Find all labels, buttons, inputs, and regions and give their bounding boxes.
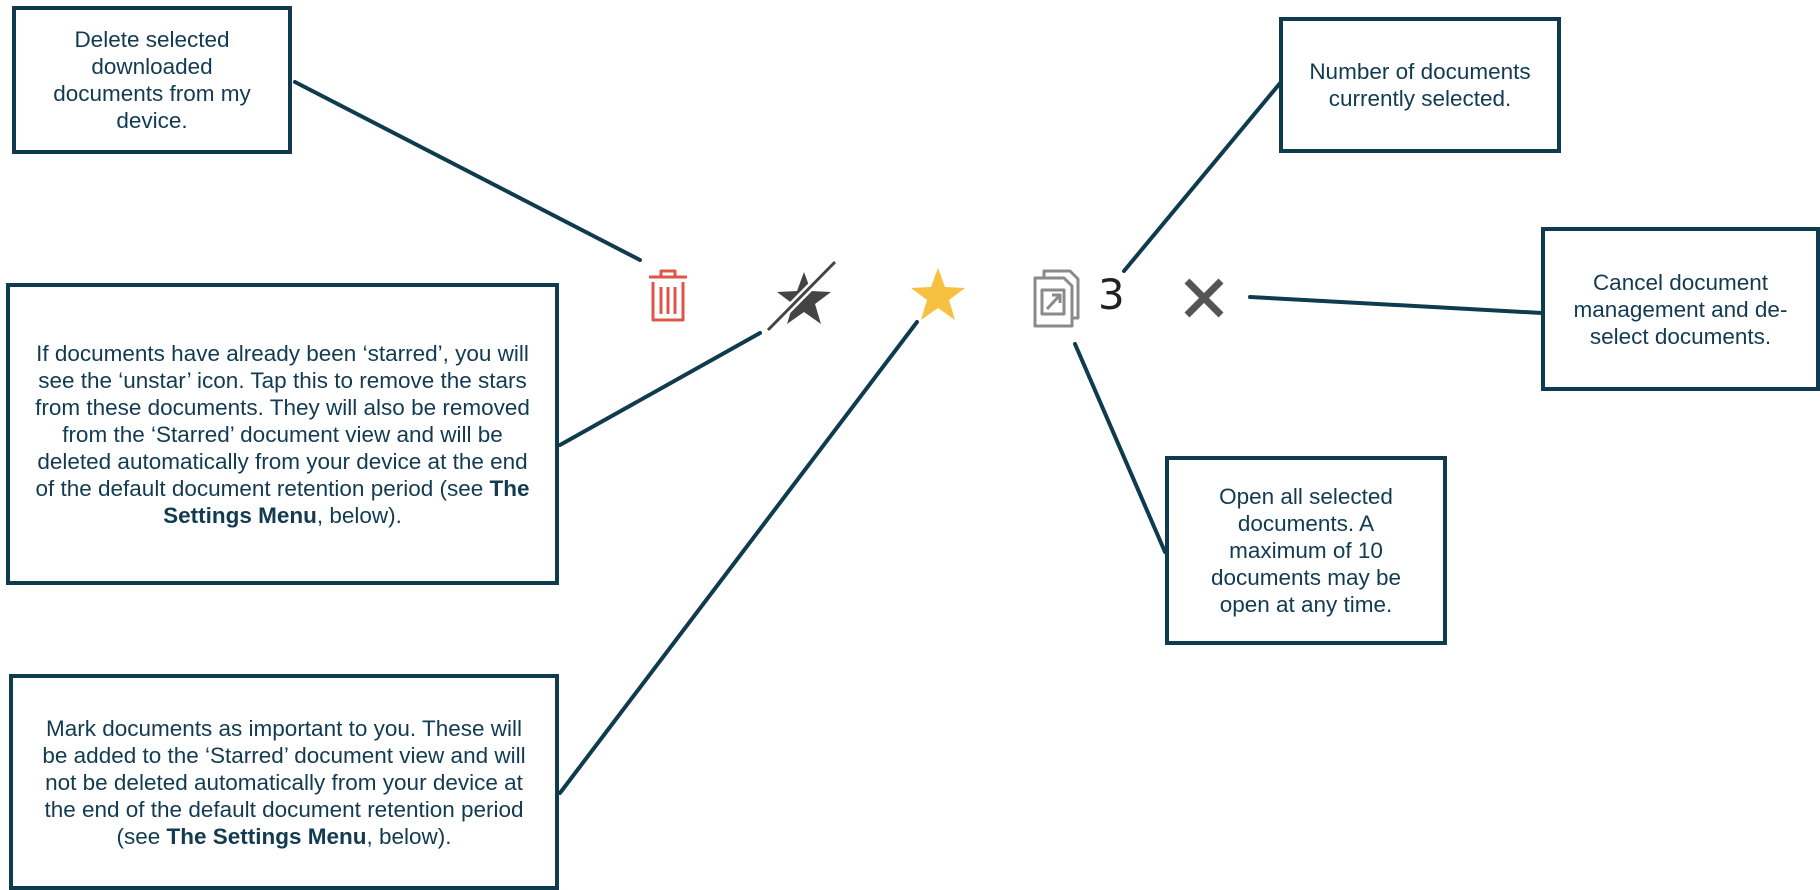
callout-delete-text: Delete selected downloaded documents fro… [53,27,251,133]
callout-unstar-text: If documents have already been ‘starred’… [35,340,530,528]
callout-star-text: Mark documents as important to you. Thes… [42,715,526,849]
callout-count: Number of documents currently selected. [1279,17,1561,153]
connector-unstar [558,331,762,447]
close-icon[interactable] [1182,276,1226,320]
open-documents-icon[interactable] [1030,266,1090,332]
callout-cancel: Cancel document management and de-select… [1541,227,1820,391]
connector-open [1073,342,1167,554]
unstar-icon[interactable] [762,256,840,334]
connector-cancel [1248,295,1544,315]
callout-open: Open all selected documents. A maximum o… [1165,456,1447,645]
star-icon[interactable] [908,266,968,324]
callout-star: Mark documents as important to you. Thes… [9,674,559,890]
callout-count-text: Number of documents currently selected. [1309,59,1531,111]
callout-delete: Delete selected downloaded documents fro… [12,6,292,154]
connector-delete [293,80,642,262]
callout-unstar: If documents have already been ‘starred’… [6,283,559,585]
connector-star [558,320,919,795]
callout-open-text: Open all selected documents. A maximum o… [1210,484,1402,617]
trash-icon[interactable] [646,268,690,324]
connector-count [1122,80,1283,273]
callout-cancel-text: Cancel document management and de-select… [1573,269,1788,349]
selected-count: 3 [1098,270,1125,319]
